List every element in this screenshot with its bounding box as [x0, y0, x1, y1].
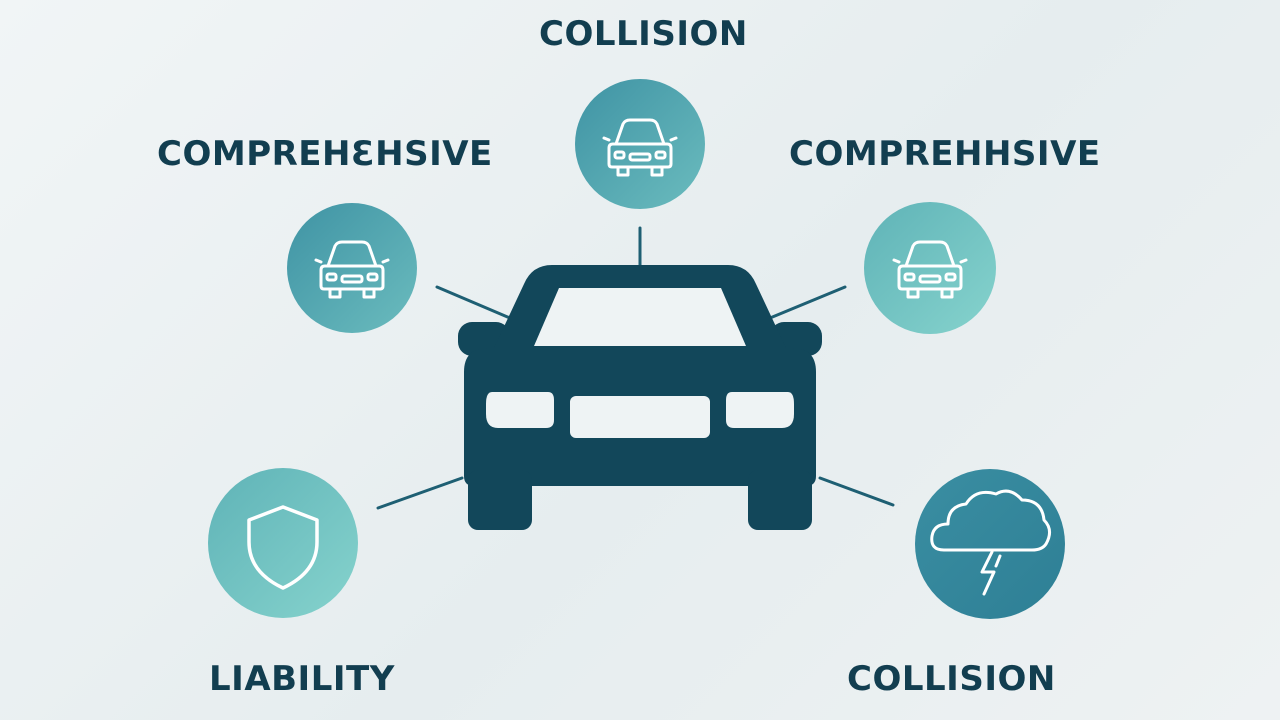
storm-cloud-icon [930, 489, 1051, 596]
shield-icon [247, 505, 319, 590]
connectors [376, 226, 895, 510]
node-label-top: COLLISION [539, 14, 748, 54]
connector-bottom-right [818, 476, 895, 507]
connector-right [768, 285, 847, 320]
connector-bottom-left [376, 476, 464, 510]
node-label-left: COMPREHƐHSIVE [157, 134, 493, 174]
node-bottom-right-circle [915, 469, 1065, 619]
connector-left [435, 285, 512, 320]
car-front-icon [458, 265, 822, 530]
node-label-bottom-right: COLLISION [847, 659, 1056, 699]
node-label-right: COMPREHHSIVE [789, 134, 1101, 174]
node-right-circle [864, 202, 996, 334]
node-label-bottom-left: LIABILITY [209, 659, 395, 699]
node-left-circle [287, 203, 417, 333]
node-bottom-left-circle [208, 468, 358, 618]
node-top-circle [575, 79, 705, 209]
